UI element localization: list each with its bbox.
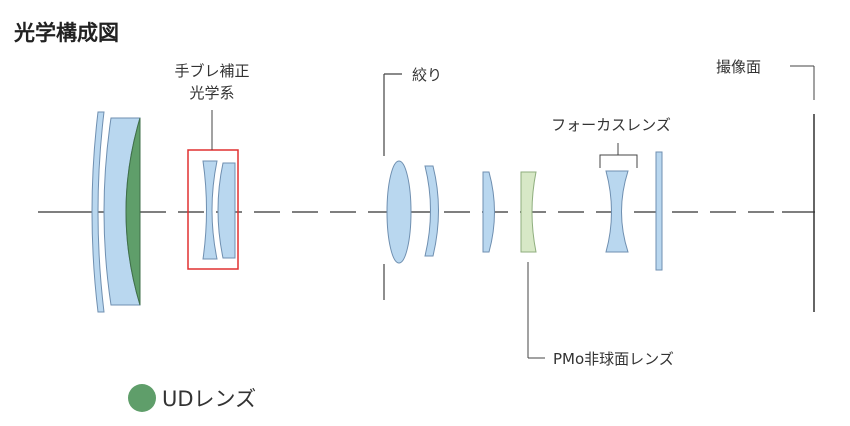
image-plane-label: 撮像面 xyxy=(716,58,761,76)
aperture-stop: 絞り xyxy=(383,66,442,300)
is-label-line2: 光学系 xyxy=(189,84,234,102)
aperture-label: 絞り xyxy=(412,66,442,84)
is-lens-1 xyxy=(202,160,218,260)
image-stabilization-group: 手ブレ補正 光学系 xyxy=(174,62,250,270)
focus-lens-label: フォーカスレンズ xyxy=(551,116,671,134)
rear-lens-group: PMo非球面レンズ xyxy=(386,160,674,368)
focus-lens xyxy=(605,170,629,253)
diagram-title: 光学構成図 xyxy=(13,21,119,45)
is-lens-2 xyxy=(217,162,236,259)
pmo-label: PMo非球面レンズ xyxy=(553,350,674,368)
rear-lens-1 xyxy=(386,160,412,264)
rear-lens-2 xyxy=(424,165,439,257)
focus-bracket xyxy=(599,143,638,168)
ud-lens-element xyxy=(125,117,141,306)
ud-legend-swatch xyxy=(128,384,156,412)
image-plane: 撮像面 xyxy=(716,58,815,312)
front-lens-group xyxy=(91,111,141,313)
sensor-filter-glass xyxy=(655,151,663,271)
is-label-line1: 手ブレ補正 xyxy=(174,62,249,80)
rear-lens-3 xyxy=(482,171,495,253)
front-lens-1 xyxy=(91,111,105,313)
ud-legend-label: UDレンズ xyxy=(162,387,256,411)
legend: UDレンズ xyxy=(128,384,256,412)
pmo-aspherical-lens xyxy=(520,171,537,253)
is-highlight-box xyxy=(187,149,239,270)
focus-lens-group: フォーカスレンズ xyxy=(551,116,671,253)
